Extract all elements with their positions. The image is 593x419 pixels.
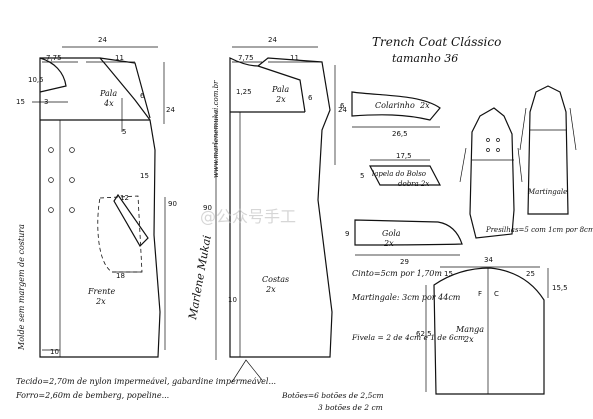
front-yoke-qty: 4x (103, 99, 114, 108)
buckle-note: Fivela = 2 de 4cm e 1 de 6cm (351, 333, 465, 342)
sleeve-qty: 2x (463, 335, 474, 344)
sleeve-name: Manga (455, 325, 484, 334)
front-pocket-w: 12 (120, 194, 129, 202)
belt-loops-note: Presilhas=5 com 1cm por 8cm (485, 226, 593, 234)
size-label: tamanho 36 (392, 52, 458, 65)
lining-note: Forro=2,60m de bemberg, popeline... (15, 391, 169, 400)
back-bottom: 10 (228, 296, 237, 304)
front-top-left: 7,75 (46, 54, 62, 62)
back-yoke-name: Pala (271, 85, 289, 94)
front-pocket-b: 18 (116, 272, 125, 280)
collar-len: 29 (400, 258, 409, 266)
front-width-label: 24 (98, 36, 107, 44)
front-top-right: 11 (115, 54, 124, 62)
collar-stand-h: 6 (340, 102, 345, 110)
buttons-note-1: Botões=6 botões de 2,5cm (281, 391, 384, 400)
back-width-label: 24 (268, 36, 277, 44)
back-neck: 1,25 (236, 88, 252, 96)
back-top-left: 7,75 (238, 54, 254, 62)
margin-note: Molde sem margem de costura (17, 224, 26, 351)
front-piece (32, 46, 166, 358)
front-shoulder: 6 (140, 92, 145, 100)
front-armhole: 24 (166, 106, 175, 114)
sleeve-cap-r: 25 (526, 270, 535, 278)
martingale-label: Martingale (527, 188, 567, 196)
back-length: 90 (203, 204, 212, 212)
fabric-note: Tecido=2,70m de nylon impermeável, gabar… (16, 377, 276, 386)
front-yoke-name: Pala (99, 89, 117, 98)
watermark-mark (231, 359, 263, 383)
back-side: 24 (338, 106, 347, 114)
sleeve-cap-h: 15,5 (552, 284, 568, 292)
back-yoke-qty: 2x (275, 95, 286, 104)
front-name: Frente (87, 287, 115, 296)
collar-qty: 2x (383, 239, 394, 248)
coat-front-sketch (459, 107, 523, 239)
pattern-title: Trench Coat Clássico (372, 35, 501, 49)
front-hem: 10 (50, 348, 59, 356)
flap-name: lapela do Bolso (372, 170, 426, 178)
collar-stand-piece (351, 91, 441, 128)
coat-back-sketch (519, 85, 577, 215)
sleeve-cap-l: 15 (444, 270, 453, 278)
pocket-flap-piece (369, 159, 441, 186)
flap-qty: dobra 2x (398, 180, 429, 188)
buttons-note-2: 3 botões de 2 cm (318, 403, 383, 412)
collar-stand-qty: 2x (419, 101, 430, 110)
front-side: 5 (122, 128, 126, 136)
sleeve-front: F (478, 290, 482, 298)
sleeve-len: 62,5 (416, 330, 432, 338)
flap-h: 5 (360, 172, 364, 180)
watermark-text: @公众号手工 (200, 207, 296, 226)
website: www.marlenemukai.com.br (212, 80, 220, 178)
front-left: 15 (16, 98, 25, 106)
collar-stand-len: 26,5 (392, 130, 408, 138)
collar-name: Gola (382, 229, 401, 238)
sleeve-piece (425, 266, 549, 395)
sleeve-w: 34 (484, 256, 493, 264)
collar-stand-name: Colarinho (375, 101, 415, 110)
front-length: 90 (168, 200, 177, 208)
flap-len: 17,5 (396, 152, 412, 160)
back-armhole: 6 (308, 94, 313, 102)
front-neck: 10,5 (28, 76, 44, 84)
front-qty: 2x (95, 297, 106, 306)
back-name: Costas (262, 275, 289, 284)
back-piece (215, 46, 336, 360)
belt-note: Cinto=5cm por 1,70m (352, 269, 442, 278)
sleeve-back: C (494, 290, 499, 298)
front-cb: 3 (44, 98, 48, 106)
collar-h: 9 (345, 230, 349, 238)
collar-piece (354, 219, 463, 256)
back-qty: 2x (265, 285, 276, 294)
back-top-right: 11 (290, 54, 299, 62)
front-pocket: 15 (140, 172, 149, 180)
martingale-note: Martingale: 3cm por 44cm (351, 293, 461, 302)
signature: Marlene Mukai (186, 234, 214, 321)
